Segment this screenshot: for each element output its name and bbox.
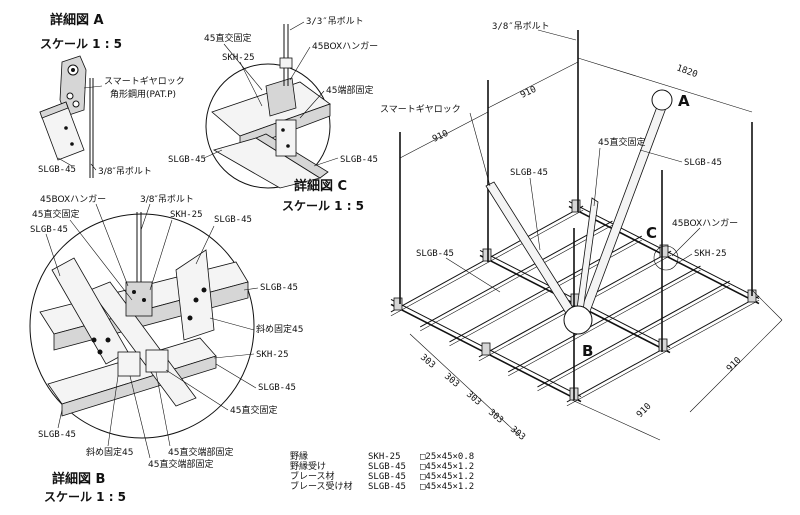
- marker-c-circle: [653, 245, 679, 271]
- main-skh-label: SKH-25: [694, 249, 727, 259]
- detail-b-bolt-label: 3/8″吊ボルト: [140, 194, 194, 205]
- detail-b-slgb-top-right-label: SLGB-45: [214, 215, 252, 225]
- main-view: 3/8″吊ボルト 1820 910 910 スマートギヤロック A 45直交固定…: [380, 21, 783, 443]
- marker-b: B: [582, 342, 593, 360]
- skh-runner-edge: [390, 209, 584, 317]
- detail-c-slgb-right-label: SLGB-45: [340, 155, 378, 165]
- detail-a-title: 詳細図 A: [50, 12, 104, 28]
- legend-name: 野縁受け: [290, 462, 327, 472]
- main-slgb-left-label: SLGB-45: [416, 249, 454, 259]
- dim-1820: 1820: [675, 63, 699, 80]
- skh-runner-edge: [537, 284, 730, 392]
- skh-runner-edge: [566, 299, 760, 407]
- detail-b-scale: スケール 1 : 5: [44, 490, 126, 504]
- legend-row: 野縁 SKH-25 □25×45×0.8: [290, 452, 474, 462]
- detail-b-slgb-right2-label: SLGB-45: [258, 383, 296, 393]
- box-hanger: [393, 297, 403, 311]
- detail-b-fix-right-label: 45直交固定: [230, 404, 277, 416]
- dim-910-right: 910: [725, 356, 744, 375]
- gear-lock-a: [651, 89, 673, 111]
- braces: [485, 89, 673, 335]
- main-hanger-label: 45BOXハンガー: [672, 218, 738, 229]
- legend-name: 野縁: [290, 452, 309, 462]
- ceiling-grid: [390, 199, 760, 407]
- detail-c-slgb-left-label: SLGB-45: [168, 155, 206, 165]
- detail-a-bolt-label: 3/8″吊ボルト: [98, 166, 152, 177]
- legend-name: ブレース受け材: [290, 482, 353, 492]
- detail-b-fix-label: 45直交固定: [32, 208, 79, 220]
- dim-303-4: 303: [486, 408, 505, 426]
- detail-b: 45BOXハンガー 3/8″吊ボルト 45直交固定 SKH-25 SLGB-45…: [29, 194, 303, 504]
- legend-spec: □45×45×1.2: [420, 472, 475, 482]
- detail-a-steel-label: 角形鋼用(PAT.P): [110, 88, 176, 100]
- main-lock-label: スマートギヤロック: [380, 104, 461, 115]
- legend-name: ブレース材: [290, 472, 335, 482]
- skh-runner-edge: [420, 224, 613, 332]
- dimensions: [399, 57, 783, 441]
- detail-c-end-label: 45端部固定: [326, 84, 373, 96]
- legend-row: 野縁受け SLGB-45 □45×45×1.2: [290, 462, 474, 472]
- legend-row: ブレース受け材 SLGB-45 □45×45×1.2: [290, 482, 474, 492]
- detail-b-diag-bottom-label: 斜め固定45: [86, 446, 133, 458]
- box-hanger: [481, 342, 491, 356]
- legend-code: SLGB-45: [368, 462, 406, 472]
- legend-spec: □25×45×0.8: [420, 452, 475, 462]
- main-bolt-label: 3/8″吊ボルト: [492, 21, 550, 32]
- detail-c-fix-label: 45直交固定: [204, 32, 251, 44]
- dim-910-left: 910: [431, 129, 450, 145]
- detail-a-brace: [39, 101, 85, 161]
- hanging-bolts: [399, 30, 753, 400]
- detail-c-scale: スケール 1 : 5: [282, 199, 364, 213]
- detail-a-slgb-label: SLGB-45: [38, 165, 76, 175]
- main-slgb-diag-label: SLGB-45: [684, 158, 722, 168]
- box-hanger: [658, 338, 668, 352]
- legend-code: SLGB-45: [368, 472, 406, 482]
- gear-lock-b: [563, 305, 593, 335]
- detail-b-end-fix1-label: 45直交端部固定: [168, 446, 233, 458]
- legend-spec: □45×45×1.2: [420, 482, 475, 492]
- dim-303-2: 303: [442, 372, 461, 390]
- detail-b-skh-top-label: SKH-25: [170, 210, 203, 220]
- dim-910-top: 910: [519, 85, 538, 101]
- detail-b-end-fix2-label: 45直交端部固定: [148, 458, 213, 470]
- detail-b-hanger-label: 45BOXハンガー: [40, 194, 106, 205]
- dim-303-1: 303: [418, 353, 437, 371]
- detail-c-members: [211, 24, 331, 189]
- detail-c: 3/3″吊ボルト 45直交固定 SKH-25 45BOXハンガー 45端部固定 …: [168, 16, 378, 213]
- box-hanger: [482, 248, 492, 262]
- skh-runner-edge: [449, 239, 642, 347]
- detail-a-lock-label: スマートギヤロック: [104, 76, 185, 87]
- legend-spec: □45×45×1.2: [420, 462, 475, 472]
- detail-b-diag-right-label: 斜め固定45: [256, 323, 303, 335]
- legend-code: SLGB-45: [368, 482, 406, 492]
- detail-a-gear-lock: [59, 55, 87, 117]
- legend-code: SKH-25: [368, 452, 401, 462]
- skh-runner-edge: [508, 269, 701, 377]
- detail-a-scale: スケール 1 : 5: [40, 37, 122, 51]
- marker-a: A: [678, 92, 690, 110]
- box-hanger: [659, 244, 669, 258]
- detail-c-skh-label: SKH-25: [222, 53, 255, 63]
- detail-a: 詳細図 A スケール 1 : 5 スマートギヤロック 角形鋼用(PAT.P) S…: [38, 12, 185, 178]
- detail-c-title: 詳細図 C: [294, 178, 347, 194]
- detail-b-members: [39, 212, 249, 417]
- main-fix-label: 45直交固定: [598, 136, 645, 148]
- detail-b-skh-right-label: SKH-25: [256, 350, 289, 360]
- detail-c-hanger-label: 45BOXハンガー: [312, 41, 378, 52]
- detail-b-title: 詳細図 B: [52, 471, 105, 487]
- detail-b-slgb-top-left-label: SLGB-45: [30, 225, 68, 235]
- main-slgb-mid-label: SLGB-45: [510, 168, 548, 178]
- detail-c-bolt-label: 3/3″吊ボルト: [306, 16, 364, 27]
- detail-b-slgb-right-label: SLGB-45: [260, 283, 298, 293]
- dim-910-bottom: 910: [635, 402, 654, 421]
- member-legend: 野縁 SKH-25 □25×45×0.8 野縁受け SLGB-45 □45×45…: [290, 452, 474, 492]
- detail-b-slgb-left-label: SLGB-45: [38, 430, 76, 440]
- box-hanger: [571, 199, 581, 213]
- legend-row: ブレース材 SLGB-45 □45×45×1.2: [290, 472, 474, 482]
- dim-303-3: 303: [464, 390, 483, 408]
- marker-c: C: [646, 224, 657, 242]
